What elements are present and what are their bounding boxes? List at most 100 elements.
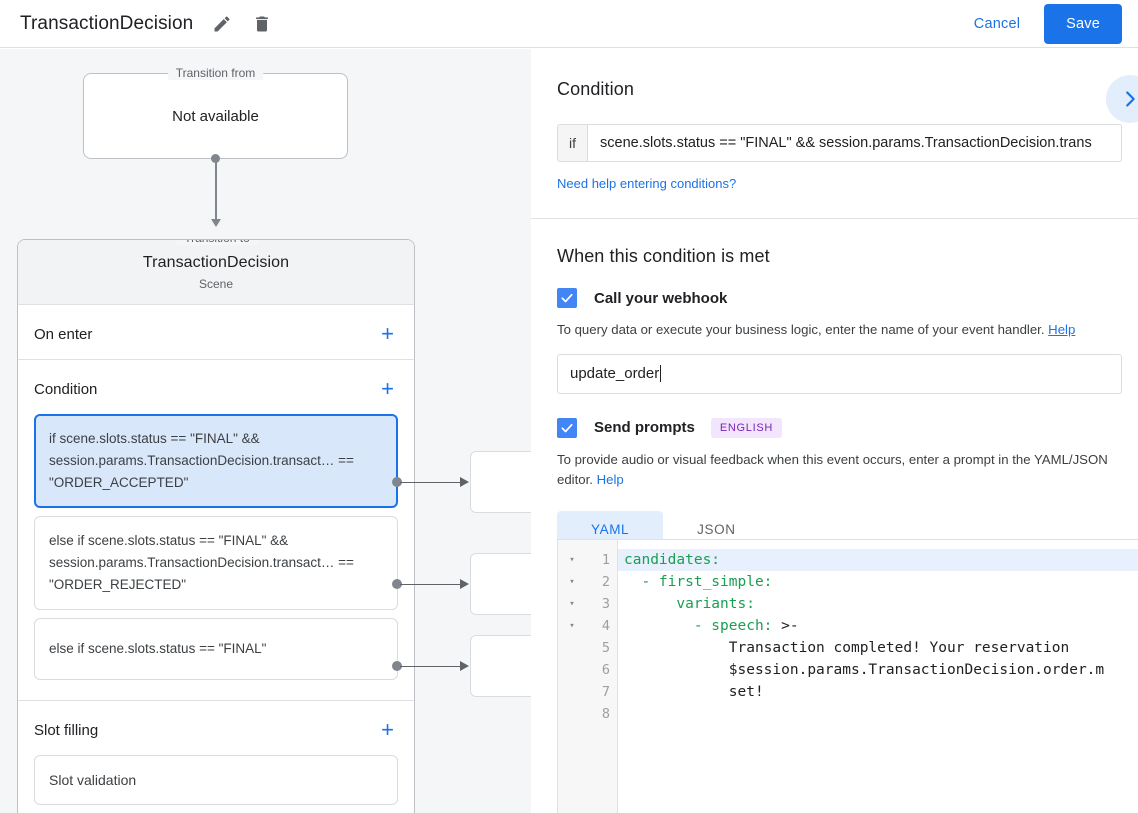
editor-gutter-line: ▾2	[558, 571, 617, 593]
scene-name: TransactionDecision	[142, 254, 290, 271]
transition-from-legend: Transition from	[167, 66, 264, 80]
text-caret	[660, 365, 662, 383]
top-bar: TransactionDecision Cancel Save	[0, 0, 1138, 48]
panel-heading-condition: Condition	[557, 79, 634, 99]
editor-line-number: 6	[601, 662, 610, 678]
scene-node[interactable]: Transition to TransactionDecision Scene …	[17, 239, 415, 813]
fold-arrow-icon[interactable]: ▾	[569, 599, 575, 609]
prompts-help-link[interactable]: Help	[596, 471, 624, 487]
canvas-inner: Transition from Not available Transition…	[0, 49, 531, 813]
scene-type: Scene	[198, 277, 234, 291]
target-stub-1[interactable]	[470, 553, 531, 615]
condition-item-0[interactable]: if scene.slots.status == "FINAL" && sess…	[34, 414, 398, 508]
section-label-condition: Condition	[34, 380, 98, 398]
connector-dot	[211, 154, 220, 163]
editor-line-number: 4	[601, 618, 610, 634]
page-title: TransactionDecision	[20, 12, 194, 34]
target-stub-0[interactable]	[470, 451, 531, 513]
transition-to-legend: Transition to	[176, 240, 258, 245]
editor-line-number: 8	[601, 706, 610, 722]
editor-code-line: $session.params.TransactionDecision.orde…	[618, 659, 1138, 681]
condition-arrowhead-1	[460, 578, 469, 589]
section-label-slot-filling: Slot filling	[34, 721, 99, 739]
editor-gutter-line: ▾3	[558, 593, 617, 615]
yaml-text-token: set!	[624, 684, 764, 700]
condition-out-dot-1	[392, 579, 402, 589]
section-on-enter: On enter +	[18, 305, 414, 359]
prompts-description: To provide audio or visual feedback when…	[557, 450, 1112, 490]
editor-line-number: 3	[601, 596, 610, 612]
save-button[interactable]: Save	[1044, 3, 1122, 44]
condition-item-2[interactable]: else if scene.slots.status == "FINAL"	[34, 618, 398, 680]
condition-list: if scene.slots.status == "FINAL" && sess…	[18, 414, 414, 700]
condition-input-row[interactable]: if scene.slots.status == "FINAL" && sess…	[557, 124, 1122, 162]
pencil-icon[interactable]	[211, 13, 233, 35]
condition-out-dot-2	[392, 661, 402, 671]
condition-connector-0	[400, 481, 462, 483]
editor-code-line: - first_simple:	[618, 571, 1138, 593]
divider	[18, 359, 414, 360]
connector-line-vertical	[215, 159, 217, 221]
chevron-right-icon[interactable]	[1106, 75, 1138, 123]
need-help-conditions-link[interactable]: Need help entering conditions?	[557, 176, 737, 191]
add-condition-button[interactable]: +	[381, 376, 394, 401]
call-webhook-label: Call your webhook	[594, 289, 728, 307]
editor-line-number: 5	[601, 640, 610, 656]
send-prompts-label: Send prompts	[594, 419, 695, 437]
editor-code-line: set!	[618, 681, 1138, 703]
add-on-enter-button[interactable]: +	[381, 321, 394, 346]
divider	[18, 700, 414, 701]
details-panel: Condition if scene.slots.status == "FINA…	[531, 49, 1138, 813]
editor-code-line: candidates:	[618, 549, 1138, 571]
yaml-text-token: >-	[772, 618, 799, 634]
yaml-text-token: $session.params.TransactionDecision.orde…	[624, 662, 1105, 678]
editor-code-line	[618, 703, 1138, 725]
editor-line-number: 2	[601, 574, 610, 590]
editor-code-line: - speech: >-	[618, 615, 1138, 637]
yaml-key-token: variants:	[624, 596, 755, 612]
webhook-description-text: To query data or execute your business l…	[557, 322, 1045, 337]
flow-canvas[interactable]: Transition from Not available Transition…	[0, 49, 531, 813]
target-stub-2[interactable]	[470, 635, 531, 697]
event-handler-value: update_order	[570, 365, 660, 383]
condition-expression-input[interactable]: scene.slots.status == "FINAL" && session…	[600, 135, 1092, 151]
webhook-checkbox-row: Call your webhook	[557, 288, 1138, 308]
webhook-help-link[interactable]: Help	[1048, 322, 1076, 337]
condition-item-1[interactable]: else if scene.slots.status == "FINAL" &&…	[34, 516, 398, 610]
yaml-key-token: candidates:	[624, 552, 721, 568]
cancel-button[interactable]: Cancel	[960, 8, 1034, 40]
send-prompts-checkbox[interactable]	[557, 417, 577, 438]
condition-connector-2	[400, 665, 462, 667]
condition-connector-1	[400, 583, 462, 585]
editor-gutter-line: ▾4	[558, 615, 617, 637]
section-label-on-enter: On enter	[34, 325, 93, 343]
call-webhook-checkbox[interactable]	[557, 288, 577, 308]
fold-arrow-icon[interactable]: ▾	[569, 555, 575, 565]
fold-arrow-icon[interactable]: ▾	[569, 577, 575, 587]
tab-json[interactable]: JSON	[697, 522, 736, 538]
connector-arrowhead	[210, 219, 221, 227]
transition-from-value: Not available	[172, 107, 259, 125]
editor-line-number: 7	[601, 684, 610, 700]
slot-validation-item[interactable]: Slot validation	[34, 755, 398, 805]
prompts-checkbox-row: Send prompts ENGLISH	[557, 417, 1138, 438]
yaml-text-token: Transaction completed! Your reservation	[624, 640, 1070, 656]
if-label: if	[558, 125, 588, 161]
editor-code-line: Transaction completed! Your reservation	[618, 637, 1138, 659]
editor-gutter-line: 7	[558, 681, 617, 703]
editor-gutter-line: 5	[558, 637, 617, 659]
transition-from-card[interactable]: Transition from Not available	[83, 66, 348, 159]
trash-icon[interactable]	[251, 13, 273, 35]
scene-header: TransactionDecision Scene	[18, 240, 414, 305]
condition-arrowhead-2	[460, 660, 469, 671]
editor-code-area[interactable]: candidates: - first_simple: variants: - …	[618, 540, 1138, 813]
panel-divider	[531, 218, 1138, 219]
yaml-key-token: - speech:	[624, 618, 773, 634]
event-handler-input[interactable]: update_order	[557, 353, 1122, 394]
prompts-description-text: To provide audio or visual feedback when…	[557, 451, 1108, 487]
editor-code-line: variants:	[618, 593, 1138, 615]
fold-arrow-icon[interactable]: ▾	[569, 621, 575, 631]
add-slot-filling-button[interactable]: +	[381, 717, 394, 742]
